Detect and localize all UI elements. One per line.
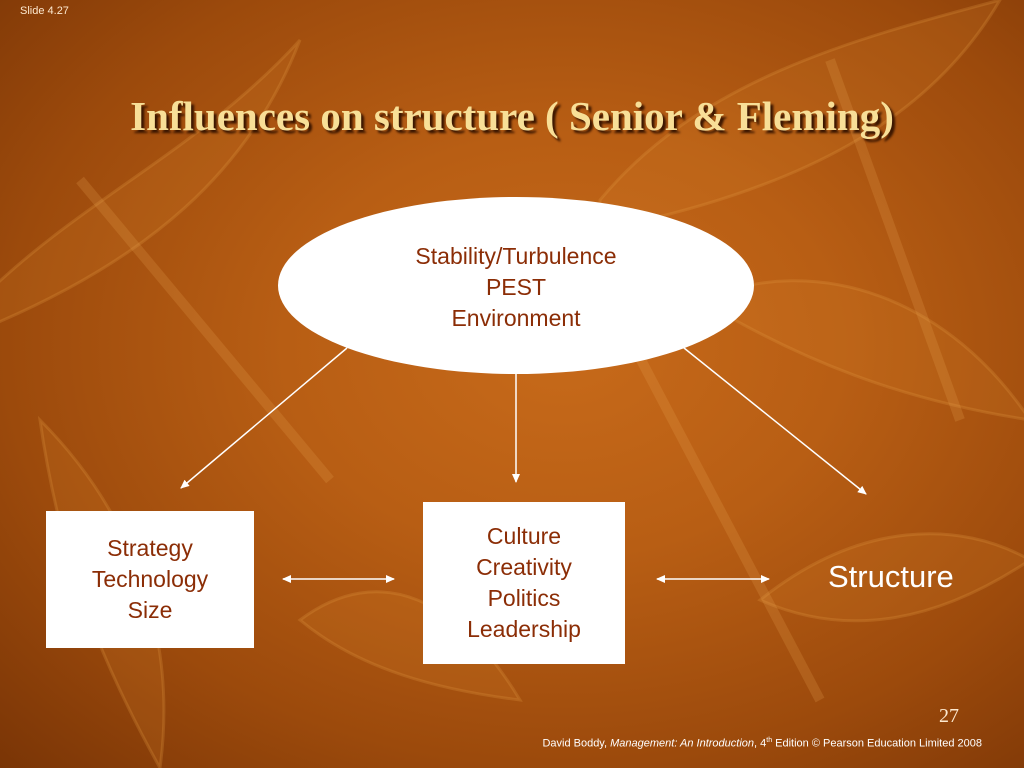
box-line-size: Size (127, 597, 173, 623)
footer-edition-suffix: Edition © Pearson Education Limited 2008 (772, 737, 982, 750)
culture-box: Culture Creativity Politics Leadership (423, 502, 625, 664)
ellipse-line-stability: Stability/Turbulence (415, 243, 617, 269)
slide-title: Influences on structure ( Senior & Flemi… (130, 93, 894, 139)
footer-book-title: Management: An Introduction (610, 737, 755, 750)
ellipse-line-environment: Environment (451, 305, 581, 331)
strategy-box: Strategy Technology Size (46, 511, 254, 648)
footer-author: David Boddy, (542, 737, 611, 750)
box-line-technology: Technology (91, 566, 209, 592)
box-line-politics: Politics (487, 585, 561, 611)
arrow-to-structure (683, 347, 867, 495)
structure-label: Structure (828, 559, 954, 594)
box-line-leadership: Leadership (467, 616, 581, 642)
footer-edition-prefix: , 4 (754, 737, 767, 750)
box-line-creativity: Creativity (476, 554, 572, 580)
environment-ellipse-text: Stability/Turbulence PEST Environment (278, 241, 754, 334)
footer-citation: David Boddy, Management: An Introduction… (470, 737, 982, 750)
box-line-culture: Culture (486, 523, 562, 549)
ellipse-line-pest: PEST (485, 274, 547, 300)
environment-ellipse (278, 197, 754, 374)
slide-number-label: Slide 4.27 (20, 5, 69, 17)
footer-edition-sup: th (766, 737, 773, 744)
arrow-to-strategy (180, 347, 348, 489)
box-line-strategy: Strategy (107, 535, 193, 561)
page-number: 27 (939, 705, 959, 727)
